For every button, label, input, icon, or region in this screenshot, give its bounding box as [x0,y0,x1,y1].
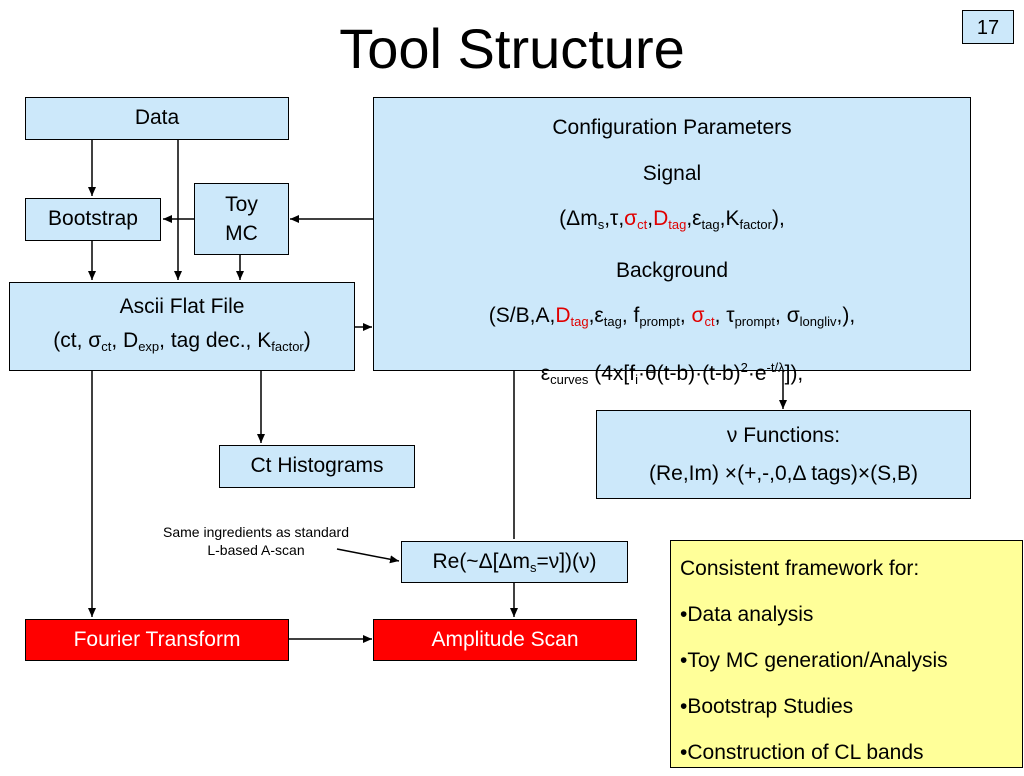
ascii-fields: (ct, σct, Dexp, tag dec., Kfactor) [53,329,311,354]
config-signal-params: (Δms,τ,σct,Dtag,εtag,Kfactor), [559,207,785,232]
framework-item: •Data analysis [680,603,814,626]
re-expression: Re(~Δ[Δms=ν])(ν) [432,550,597,575]
fourier-transform-label: Fourier Transform [73,628,241,651]
page-title: Tool Structure [339,17,685,80]
config-background-heading: Background [615,258,729,282]
nu-functions-box: ν Functions: (Re,Im) ×(+,-,0,Δ tags)×(S,… [596,410,971,499]
config-background-params: (S/B,A,Dtag,εtag, fprompt, σct, τprompt,… [488,304,856,329]
ingredients-note: Same ingredients as standard L-based A-s… [128,523,384,559]
ascii-title: Ascii Flat File [119,295,245,318]
bootstrap-label: Bootstrap [48,207,138,230]
framework-item: •Bootstrap Studies [680,695,854,718]
config-curves-params: εcurves (4x[fi·θ(t-b)·(t-b)2·e-t/λ]), [540,359,804,387]
data-label: Data [134,106,180,129]
toy-mc-box: Toy MC [194,183,289,255]
toy-mc-line2: MC [225,222,258,245]
re-expression-box: Re(~Δ[Δms=ν])(ν) [401,541,628,583]
framework-item: •Toy MC generation/Analysis [680,649,948,672]
amplitude-scan-label: Amplitude Scan [431,628,579,651]
ascii-flat-file-box: Ascii Flat File (ct, σct, Dexp, tag dec.… [9,282,355,371]
ct-histograms-box: Ct Histograms [219,445,415,488]
config-title: Configuration Parameters [552,116,792,139]
nu-functions-expression: (Re,Im) ×(+,-,0,Δ tags)×(S,B) [648,462,918,485]
note-line2: L-based A-scan [207,542,305,558]
config-signal-heading: Signal [642,161,702,185]
framework-item: •Construction of CL bands [680,741,924,764]
amplitude-scan-box: Amplitude Scan [373,619,637,661]
data-box: Data [25,97,289,140]
nu-functions-title: ν Functions: [726,424,841,447]
ct-histograms-label: Ct Histograms [250,454,384,477]
framework-box: Consistent framework for: •Data analysis… [670,540,1023,768]
configuration-parameters-box: Configuration Parameters Signal (Δms,τ,σ… [373,97,971,387]
bootstrap-box: Bootstrap [25,198,161,241]
framework-heading: Consistent framework for: [680,557,920,580]
arrow-note-to-re [336,548,400,564]
note-line1: Same ingredients as standard [163,524,349,540]
fourier-transform-box: Fourier Transform [25,619,289,661]
toy-mc-line1: Toy [225,193,258,216]
slide-number: 17 [962,10,1014,44]
